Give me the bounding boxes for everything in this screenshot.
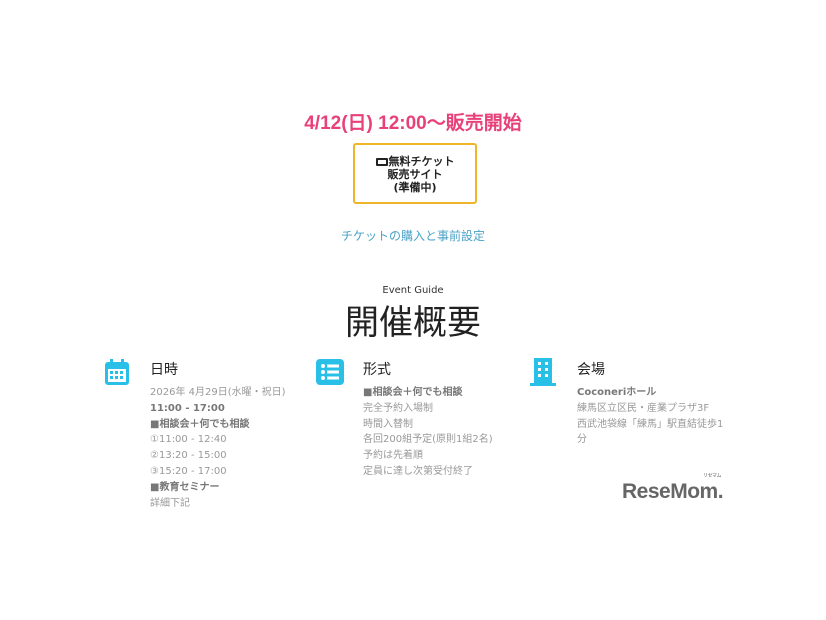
detail-line: 2026年 4月29日(水曜・祝日)	[150, 387, 286, 398]
detail-line: 予約は先着順	[363, 450, 423, 462]
detail-line: 定員に達し次第受付終了	[363, 465, 473, 477]
detail-line: ①11:00 - 12:40	[150, 434, 227, 446]
ticket-icon	[375, 158, 388, 166]
column-title: 形式	[363, 362, 391, 378]
sale-start-notice: 4/12(日) 12:00〜販売開始	[304, 113, 522, 134]
section-eyebrow: Event Guide	[382, 285, 444, 296]
ticket-label-2: 販売サイト	[387, 168, 443, 181]
detail-line: 各回200組予定(原則1組2名)	[363, 434, 493, 446]
detail-line: ■相談会＋何でも相談	[150, 418, 250, 430]
detail-line: 西武池袋線「練馬」駅直結徒歩1	[577, 418, 724, 430]
column-title: 日時	[150, 362, 178, 378]
detail-line: ■教育セミナー	[150, 481, 220, 493]
detail-line: 完全予約入場制	[363, 402, 433, 414]
detail-line: ■相談会＋何でも相談	[363, 387, 463, 398]
detail-line: 時間入替制	[363, 418, 413, 430]
building-icon	[530, 358, 556, 386]
detail-line: 詳細下記	[150, 497, 190, 509]
column-title: 会場	[577, 362, 605, 378]
free-ticket-button[interactable]: 無料チケット 販売サイト (準備中)	[353, 143, 477, 204]
calendar-icon	[105, 359, 129, 385]
ticket-label-3: (準備中)	[393, 181, 437, 194]
ticket-label-1: 無料チケット	[388, 155, 455, 168]
detail-line: ③15:20 - 17:00	[150, 465, 227, 477]
detail-line: 分	[577, 434, 587, 446]
detail-line: ②13:20 - 15:00	[150, 450, 227, 462]
detail-line: Coconeriホール	[577, 387, 657, 398]
ticket-purchase-link[interactable]: チケットの購入と事前設定	[340, 229, 485, 243]
section-title: 開催概要	[345, 303, 481, 343]
detail-line: 11:00 - 17:00	[150, 402, 225, 414]
list-icon	[316, 359, 344, 385]
resemom-logo: ReseMom.リセマム	[622, 473, 724, 503]
detail-line: 練馬区立区民・産業プラザ3F	[577, 402, 710, 414]
